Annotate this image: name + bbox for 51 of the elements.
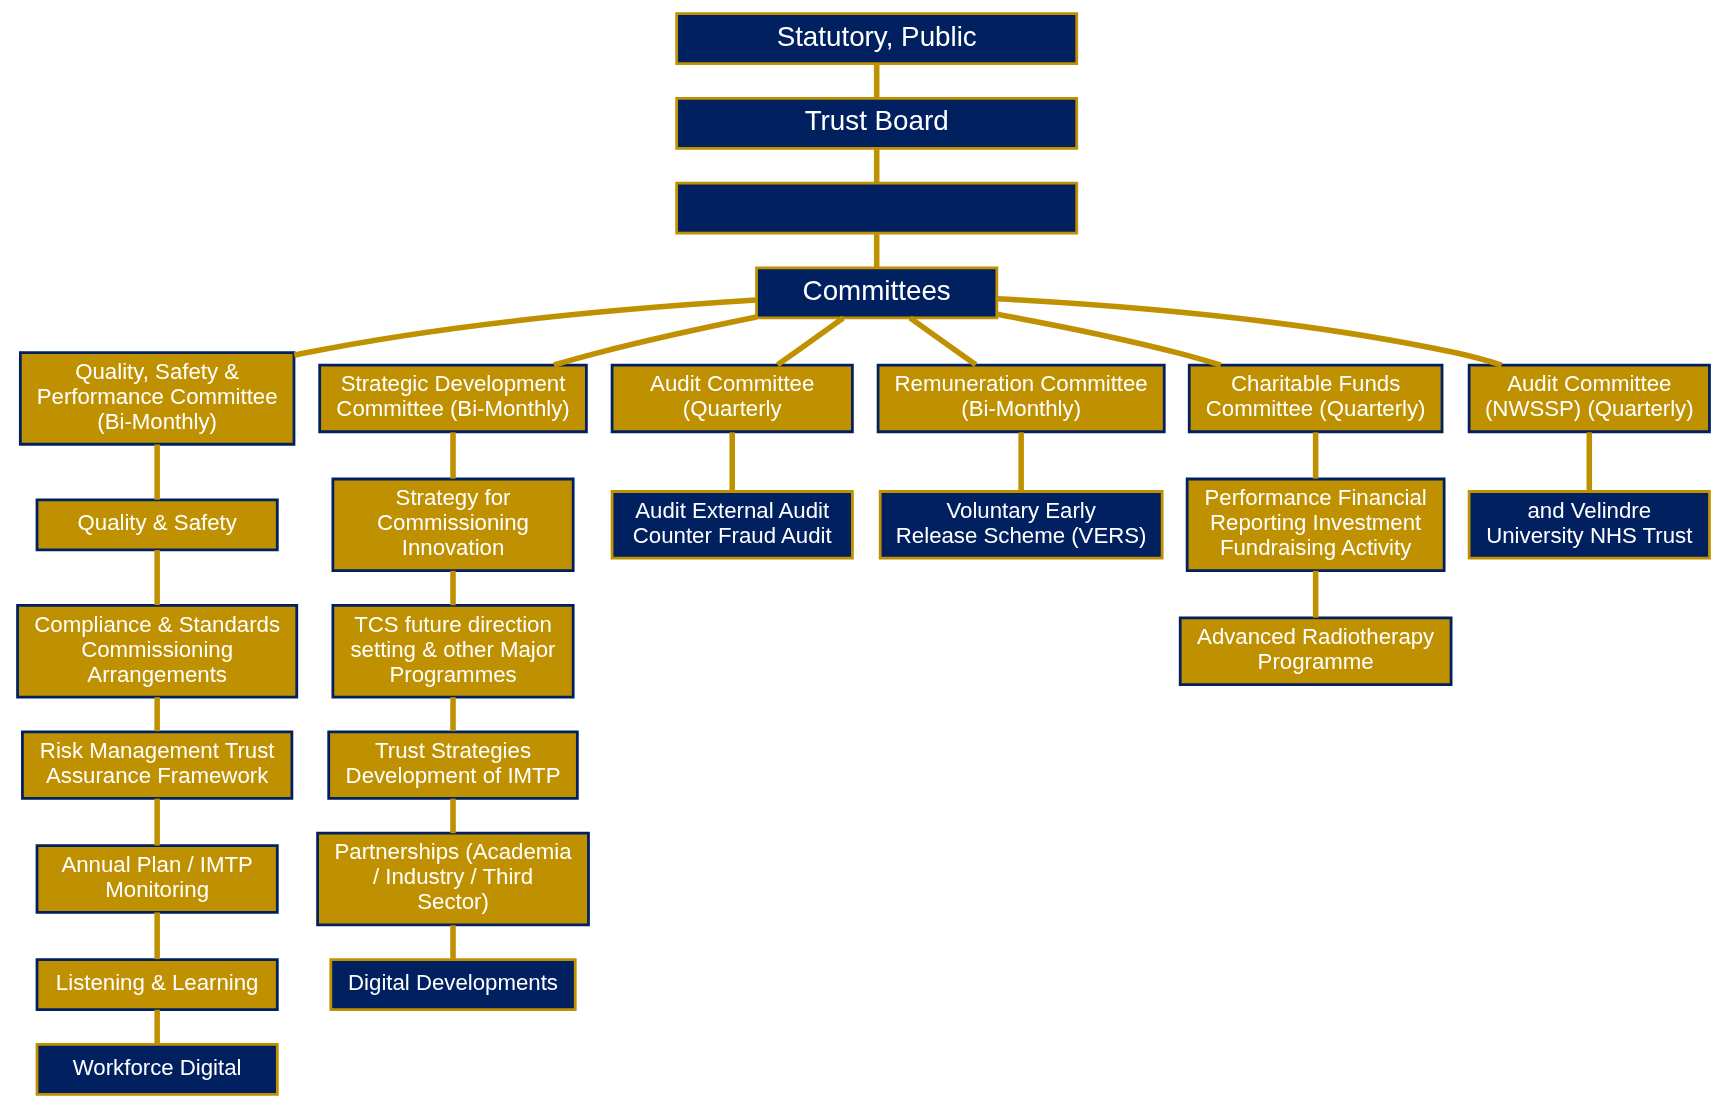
node-box: Compliance & Standards Commissioning Arrangements	[15, 604, 298, 699]
connector	[996, 296, 1502, 368]
node-box: Annual Plan / IMTP Monitoring	[35, 844, 279, 914]
connector	[449, 798, 456, 834]
connector	[449, 925, 456, 960]
connector	[908, 315, 977, 367]
connector	[996, 311, 1222, 368]
node-box: Charitable Funds Committee (Quarterly)	[1187, 363, 1443, 434]
connector	[1017, 432, 1024, 492]
connector	[153, 697, 160, 732]
connector	[153, 798, 160, 846]
connector	[1312, 432, 1318, 479]
connector	[153, 912, 160, 960]
node-box: Risk Management Trust Assurance Framework	[20, 730, 293, 800]
node-box: Workforce Digital	[35, 1042, 279, 1096]
node-box: Remuneration Committee (Bi-Monthly)	[876, 363, 1166, 434]
connector	[873, 233, 879, 268]
node-box: Strategy for Commissioning Innovation	[331, 477, 575, 573]
connector	[153, 550, 160, 606]
connector	[449, 697, 456, 732]
node-box: Committees	[754, 266, 998, 320]
node-box: and Velindre University NHS Trust	[1467, 490, 1711, 560]
connector	[873, 148, 879, 183]
connector	[873, 63, 879, 99]
node-box: Voluntary Early Release Scheme (VERS)	[878, 490, 1164, 560]
connector	[449, 432, 456, 479]
connector	[449, 570, 456, 606]
node-box: Quality & Safety	[35, 498, 279, 552]
connector	[1586, 432, 1592, 492]
node-box: Strategic Development Committee (Bi-Monthly)	[317, 363, 588, 434]
connector	[153, 444, 160, 500]
node-box: Listening & Learning	[35, 958, 279, 1011]
node-box: Trust Board	[674, 97, 1078, 150]
node-box: Audit Committee (NWSSP) (Quarterly)	[1467, 363, 1711, 434]
node-box: Advanced Radiotherapy Programme	[1178, 616, 1452, 686]
connector	[552, 314, 757, 368]
node-box: Audit External Audit Counter Fraud Audit	[610, 490, 854, 560]
node-box: Performance Financial Reporting Investment Fundraising Activity	[1185, 477, 1446, 573]
node-box: Quality, Safety & Performance Committee (Bi-Monthly)	[18, 351, 295, 446]
connector	[775, 315, 845, 367]
connector	[153, 1009, 160, 1044]
node-box: Digital Developments	[328, 958, 577, 1011]
node-box: TCS future direction setting & other Major Programmes	[331, 604, 575, 699]
connector	[293, 297, 756, 359]
node-box: Statutory, Public	[674, 12, 1078, 66]
connector	[1312, 570, 1318, 618]
node-box: Trust Strategies Development of IMTP	[326, 730, 579, 800]
node-box: Audit Committee (Quarterly	[610, 363, 854, 434]
node-box: Partnerships (Academia / Industry / Third Sector)	[315, 831, 590, 927]
node-box	[674, 181, 1078, 235]
connector	[728, 432, 735, 492]
